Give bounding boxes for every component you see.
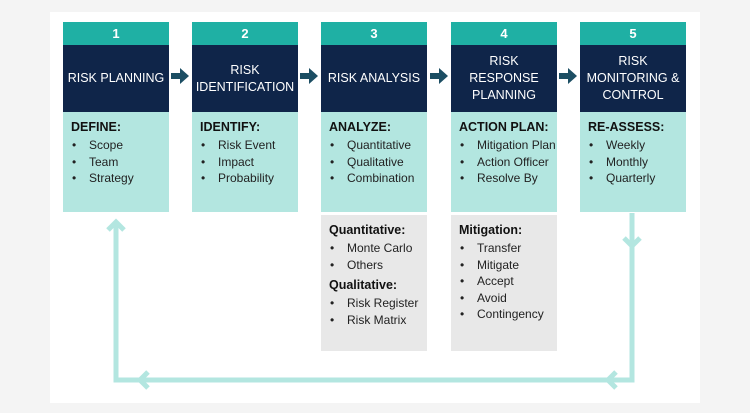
step-number: 5	[580, 22, 686, 45]
step-number: 4	[451, 22, 557, 45]
list-item: Qualitative	[329, 154, 427, 171]
step-number: 1	[63, 22, 169, 45]
response-details: Mitigation: Transfer Mitigate Accept Avo…	[451, 215, 557, 351]
list-item: Action Officer	[459, 154, 557, 171]
list-item: Mitigation Plan	[459, 137, 557, 154]
step-body: RE-ASSESS: Weekly Monthly Quarterly	[580, 112, 686, 212]
list-item: Strategy	[71, 170, 169, 187]
step-heading: IDENTIFY:	[200, 120, 261, 134]
step-items: Scope Team Strategy	[71, 137, 169, 187]
step-3: 3 RISK ANALYSIS ANALYZE: Quantitative Qu…	[321, 22, 427, 212]
list-item: Transfer	[459, 240, 557, 257]
loop-arrowhead-down	[622, 236, 642, 250]
step-items: Quantitative Qualitative Combination	[329, 137, 427, 187]
arrow-right-icon	[171, 68, 189, 84]
step-title: RISK PLANNING	[63, 45, 169, 112]
step-heading: ACTION PLAN:	[459, 120, 549, 134]
qualitative-items: Risk Register Risk Matrix	[329, 295, 427, 328]
step-heading: RE-ASSESS:	[588, 120, 665, 134]
step-title: RISK IDENTIFICATION	[192, 45, 298, 112]
step-2: 2 RISK IDENTIFICATION IDENTIFY: Risk Eve…	[192, 22, 298, 212]
list-item: Quarterly	[588, 170, 686, 187]
list-item: Monthly	[588, 154, 686, 171]
list-item: Mitigate	[459, 257, 557, 274]
list-item: Scope	[71, 137, 169, 154]
list-item: Accept	[459, 273, 557, 290]
qualitative-heading: Qualitative:	[329, 278, 398, 292]
list-item: Risk Matrix	[329, 312, 427, 329]
arrow-right-icon	[559, 68, 577, 84]
step-title: RISK ANALYSIS	[321, 45, 427, 112]
list-item: Combination	[329, 170, 427, 187]
list-item: Monte Carlo	[329, 240, 427, 257]
arrow-right-icon	[300, 68, 318, 84]
list-item: Weekly	[588, 137, 686, 154]
quantitative-heading: Quantitative:	[329, 223, 406, 237]
step-number: 3	[321, 22, 427, 45]
list-item: Probability	[200, 170, 298, 187]
step-heading: ANALYZE:	[329, 120, 392, 134]
loop-arrowhead-left-2	[136, 370, 150, 390]
list-item: Impact	[200, 154, 298, 171]
step-items: Weekly Monthly Quarterly	[588, 137, 686, 187]
mitigation-items: Transfer Mitigate Accept Avoid Contingen…	[459, 240, 557, 323]
list-item: Risk Event	[200, 137, 298, 154]
step-title: RISK RESPONSE PLANNING	[451, 45, 557, 112]
step-heading: DEFINE:	[71, 120, 121, 134]
list-item: Risk Register	[329, 295, 427, 312]
step-body: DEFINE: Scope Team Strategy	[63, 112, 169, 212]
loop-arrowhead-left-1	[604, 370, 618, 390]
step-body: ACTION PLAN: Mitigation Plan Action Offi…	[451, 112, 557, 212]
step-5: 5 RISK MONITORING & CONTROL RE-ASSESS: W…	[580, 22, 686, 212]
quantitative-items: Monte Carlo Others	[329, 240, 427, 273]
mitigation-heading: Mitigation:	[459, 223, 523, 237]
step-body: ANALYZE: Quantitative Qualitative Combin…	[321, 112, 427, 212]
step-4: 4 RISK RESPONSE PLANNING ACTION PLAN: Mi…	[451, 22, 557, 212]
loop-arrowhead-up	[106, 218, 126, 232]
arrow-right-icon	[430, 68, 448, 84]
step-1: 1 RISK PLANNING DEFINE: Scope Team Strat…	[63, 22, 169, 212]
analysis-details: Quantitative: Monte Carlo Others Qualita…	[321, 215, 427, 351]
step-title: RISK MONITORING & CONTROL	[580, 45, 686, 112]
step-number: 2	[192, 22, 298, 45]
step-items: Risk Event Impact Probability	[200, 137, 298, 187]
loop-line	[113, 213, 635, 383]
list-item: Resolve By	[459, 170, 557, 187]
list-item: Quantitative	[329, 137, 427, 154]
step-items: Mitigation Plan Action Officer Resolve B…	[459, 137, 557, 187]
step-body: IDENTIFY: Risk Event Impact Probability	[192, 112, 298, 212]
list-item: Others	[329, 257, 427, 274]
list-item: Team	[71, 154, 169, 171]
list-item: Contingency	[459, 306, 557, 323]
list-item: Avoid	[459, 290, 557, 307]
